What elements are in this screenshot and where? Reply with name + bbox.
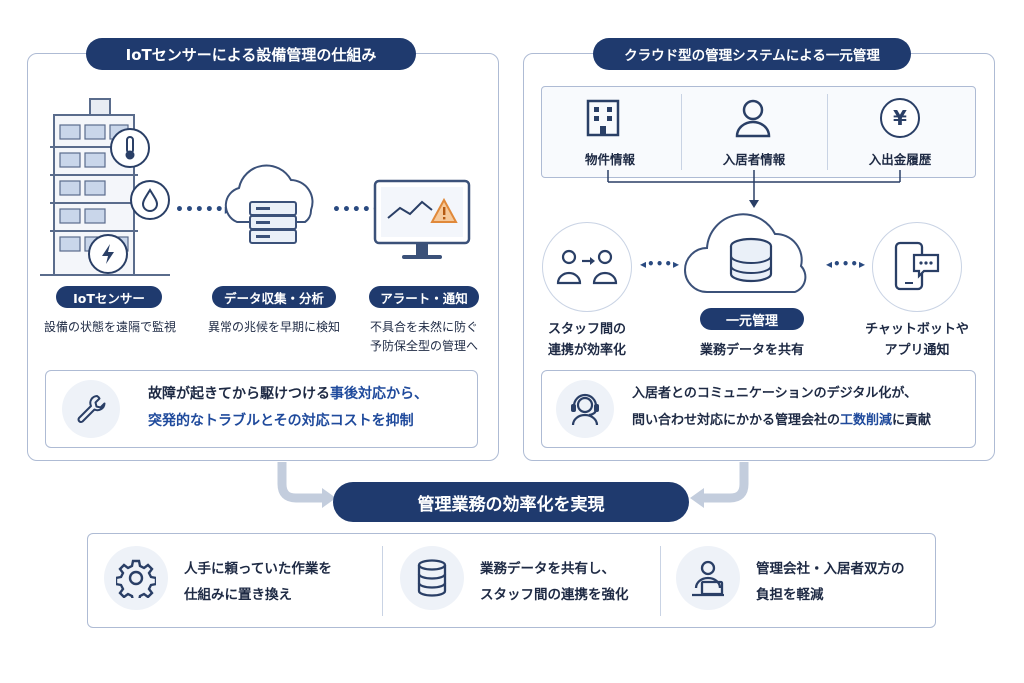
laptop-user-icon: [676, 546, 740, 610]
database-icon: [400, 546, 464, 610]
staff-icon: [542, 222, 632, 312]
result-item-1-line1: 人手に頼っていた作業を: [184, 561, 332, 577]
source-label-property: 物件情報: [584, 152, 635, 167]
result-title: 管理業務の効率化を実現: [333, 482, 689, 522]
merge-arrow-left: [277, 462, 336, 508]
staff-desc-2: 連携が効率化: [547, 343, 626, 358]
step-desc-alert-1: 不具合を未然に防ぐ: [369, 320, 478, 334]
yen-icon: ¥: [880, 98, 920, 138]
step-label-data-analysis: データ収集・分析: [212, 286, 336, 308]
person-icon: [735, 99, 771, 138]
right-summary-line2: 問い合わせ対応にかかる管理会社の工数削減に貢献: [632, 413, 932, 428]
result-item-2-line1: 業務データを共有し、: [480, 561, 615, 577]
center-node-desc: 業務データを共有: [699, 343, 804, 358]
chatbot-desc-2: アプリ通知: [884, 343, 950, 358]
staff-desc-1: スタッフ間の: [547, 322, 626, 337]
step-desc-iot-sensor: 設備の状態を遠隔で監視: [43, 320, 176, 334]
center-node-label: 一元管理: [700, 308, 804, 330]
sync-arrow-right: ◂•••▸: [826, 257, 867, 271]
right-panel-title: クラウド型の管理システムによる一元管理: [593, 38, 911, 70]
divider: [827, 94, 828, 170]
step-desc-alert-2: 予防保全型の管理へ: [369, 339, 478, 353]
step-label-iot-sensor: IoTセンサー: [56, 286, 162, 308]
connector-lines: [607, 170, 901, 208]
phone-chat-icon: [872, 222, 962, 312]
office-building-icon: [586, 99, 620, 137]
lightning-icon: [88, 234, 128, 274]
left-panel-title: IoTセンサーによる設備管理の仕組み: [86, 38, 416, 70]
sync-arrow-left: ◂•••▸: [640, 257, 681, 271]
thermometer-icon: [110, 128, 150, 168]
divider: [382, 546, 383, 616]
left-summary-line1: 故障が起きてから駆けつける事後対応から、: [148, 386, 428, 402]
cloud-server-icon: [224, 164, 314, 244]
step-desc-data-analysis: 異常の兆候を早期に検知: [207, 320, 340, 334]
left-summary-line2: 突発的なトラブルとその対応コストを抑制: [148, 413, 414, 429]
result-item-2-line2: スタッフ間の連携を強化: [480, 587, 629, 603]
result-item-3-line1: 管理会社・入居者双方の: [756, 561, 905, 577]
divider: [681, 94, 682, 170]
result-item-1-line2: 仕組みに置き換え: [184, 587, 292, 603]
step-label-alert: アラート・通知: [369, 286, 479, 308]
divider: [660, 546, 661, 616]
cloud-database-icon: [684, 213, 807, 293]
result-item-3-line2: 負担を軽減: [756, 587, 824, 603]
right-summary-line1: 入居者とのコミュニケーションのデジタル化が、: [632, 386, 918, 401]
chatbot-desc-1: チャットボットや: [865, 322, 969, 337]
gear-icon: [104, 546, 168, 610]
headset-icon: [556, 380, 614, 438]
result-box: [87, 533, 936, 628]
source-label-payments: 入出金履歴: [868, 152, 932, 167]
flow-arrow: •••••▸: [175, 202, 233, 218]
source-label-tenant: 入居者情報: [722, 152, 786, 167]
merge-arrow-right: [690, 462, 749, 508]
monitor-alert-icon: [373, 179, 471, 259]
wrench-icon: [62, 380, 120, 438]
water-drop-icon: [130, 180, 170, 220]
